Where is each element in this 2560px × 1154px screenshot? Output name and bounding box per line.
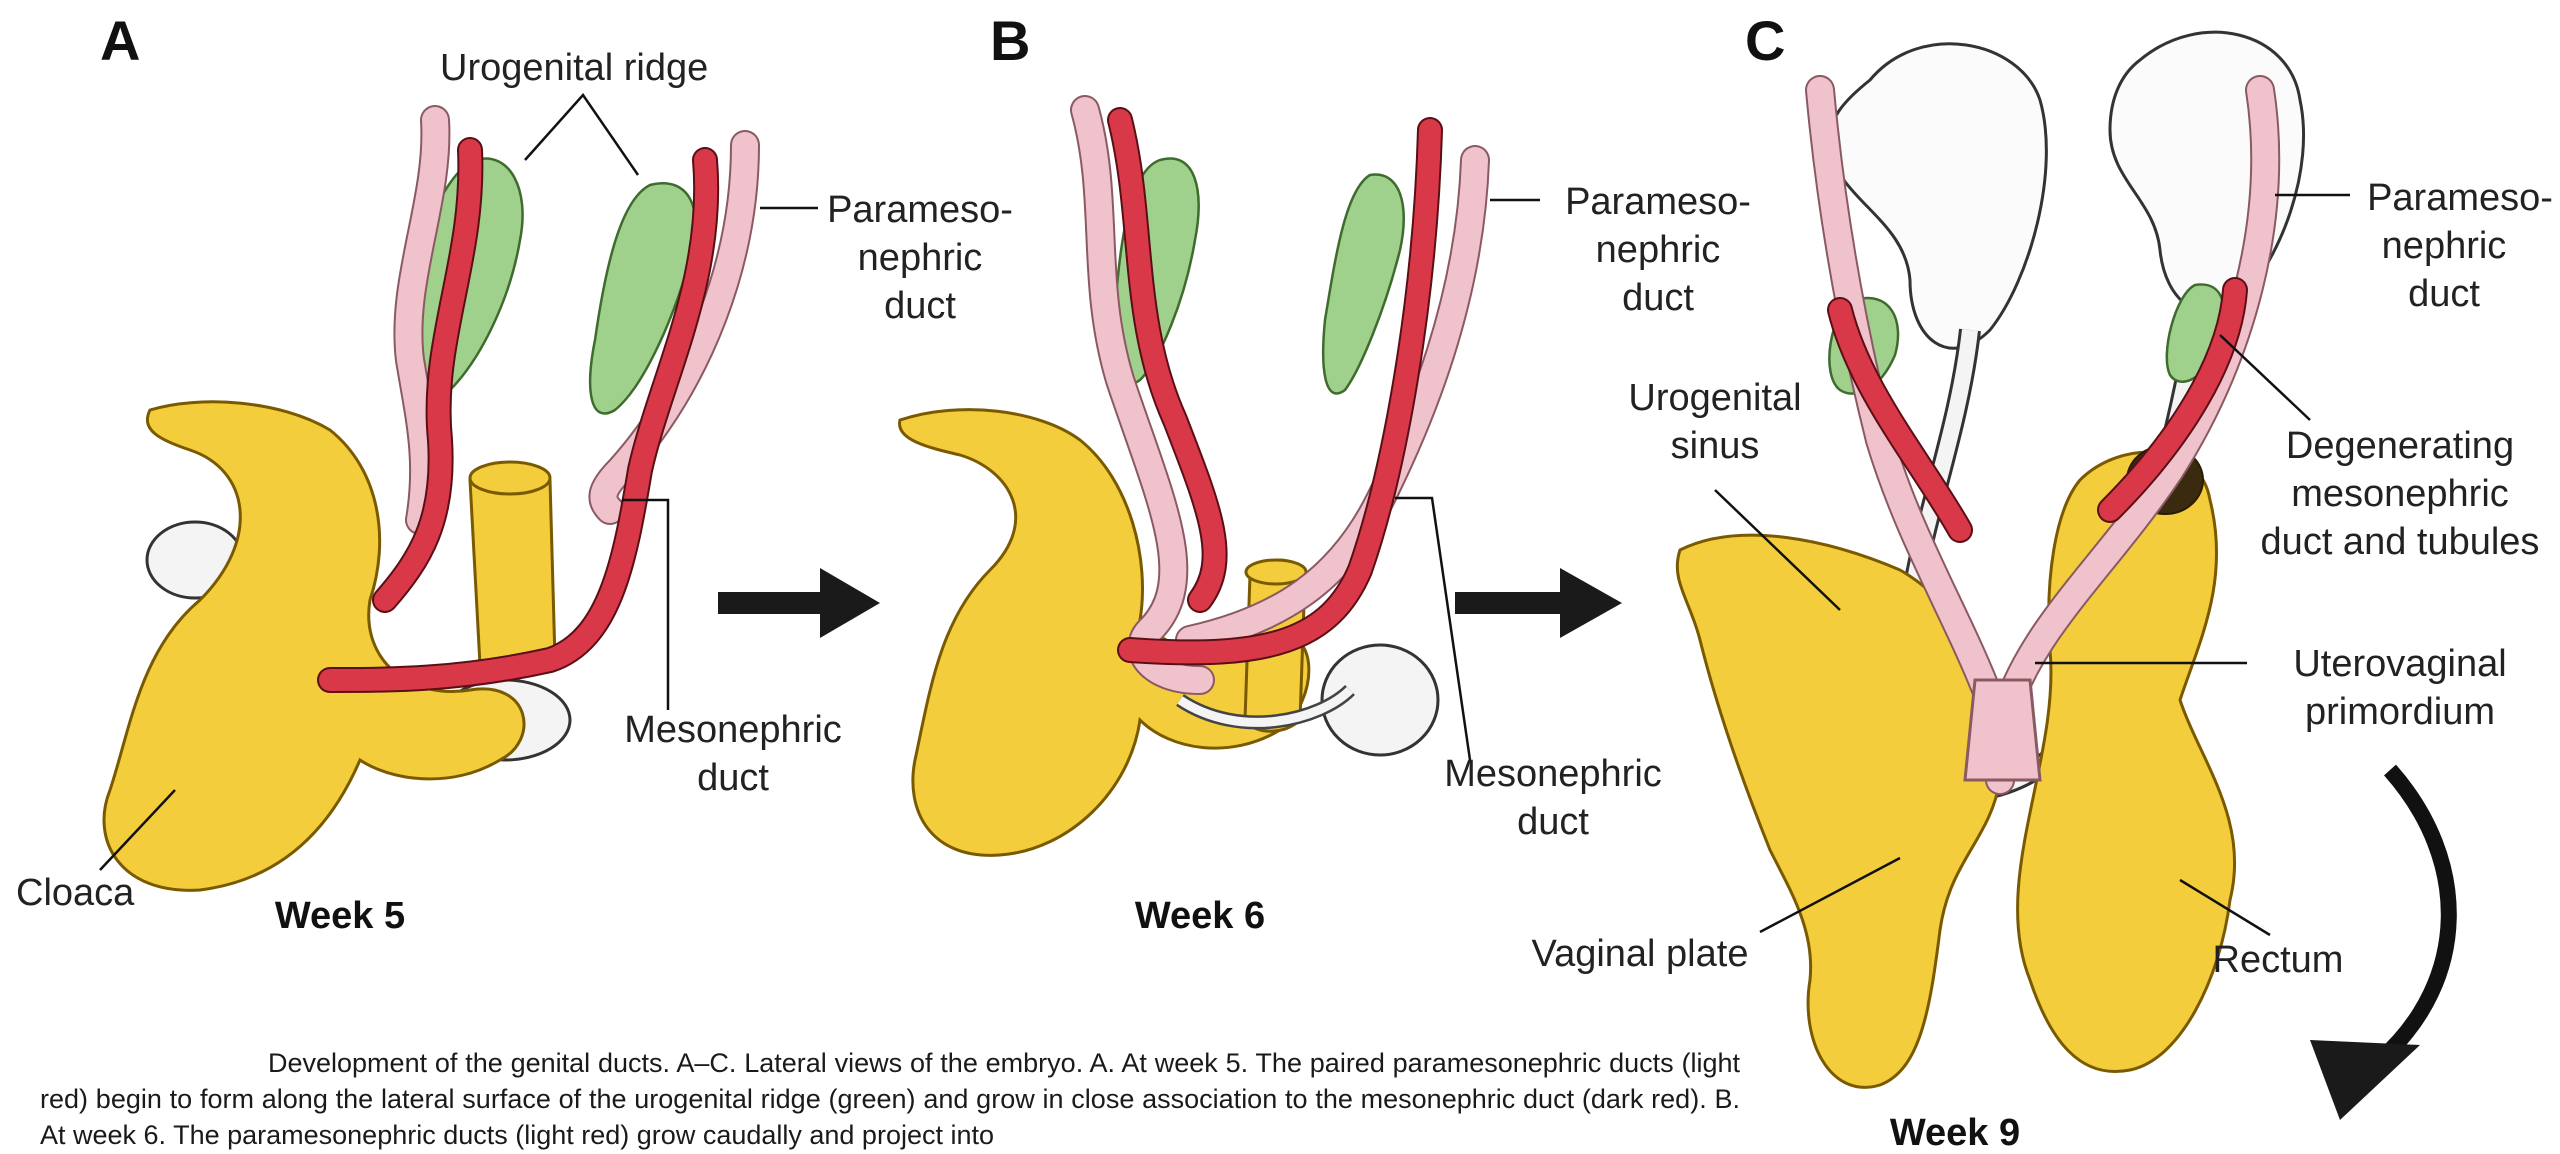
- panel-b-letter: B: [990, 9, 1030, 72]
- label-paramesonephric-b-1: Parameso-: [1565, 181, 1751, 223]
- label-degenerating-3: duct and tubules: [2261, 521, 2540, 563]
- progression-arrow: [718, 568, 880, 638]
- panel-a-letter: A: [100, 9, 140, 72]
- week-label-a: Week 5: [275, 895, 405, 937]
- label-urogenital-ridge: Urogenital ridge: [440, 47, 708, 89]
- label-paramesonephric-a-2: nephric: [858, 237, 983, 279]
- panel-a: A Urogenital ridge Parameso- nephric duc…: [16, 9, 1013, 937]
- label-paramesonephric-b-3: duct: [1622, 277, 1694, 319]
- label-urogenital-sinus-1: Urogenital: [1628, 377, 1801, 419]
- label-paramesonephric-b-2: nephric: [1596, 229, 1721, 271]
- week-label-c: Week 9: [1890, 1112, 2020, 1154]
- label-mesonephric-a-1: Mesonephric: [624, 709, 842, 751]
- label-paramesonephric-c-1: Parameso-: [2367, 177, 2553, 219]
- label-cloaca: Cloaca: [16, 872, 135, 914]
- label-mesonephric-b-2: duct: [1517, 801, 1589, 843]
- panel-c-letter: C: [1745, 9, 1785, 72]
- week-label-b: Week 6: [1135, 895, 1265, 937]
- uterovaginal-primordium-shape: [1965, 680, 2040, 780]
- label-paramesonephric-a-1: Parameso-: [827, 189, 1013, 231]
- curved-arrow: [2380, 770, 2449, 1060]
- label-paramesonephric-c-3: duct: [2408, 273, 2480, 315]
- label-degenerating-1: Degenerating: [2286, 425, 2514, 467]
- label-uterovaginal-2: primordium: [2305, 691, 2495, 733]
- panel-b: B Parameso- nephric duct Mesonephric duc…: [900, 9, 1751, 937]
- urogenital-ridge-leader: [525, 95, 638, 175]
- label-rectum: Rectum: [2213, 939, 2344, 981]
- label-uterovaginal-1: Uterovaginal: [2293, 643, 2506, 685]
- progression-arrow: [1455, 568, 1622, 638]
- hindgut-shape: [470, 466, 555, 676]
- label-paramesonephric-a-3: duct: [884, 285, 956, 327]
- urogenital-ridge-shape: [1323, 175, 1404, 394]
- label-degenerating-2: mesonephric: [2291, 473, 2509, 515]
- label-mesonephric-a-2: duct: [697, 757, 769, 799]
- curved-arrowhead: [2310, 1040, 2420, 1120]
- label-urogenital-sinus-2: sinus: [1671, 425, 1760, 467]
- hindgut-opening: [470, 462, 550, 494]
- label-mesonephric-b-1: Mesonephric: [1444, 753, 1662, 795]
- cloaca-shape: [104, 402, 524, 891]
- label-paramesonephric-c-2: nephric: [2382, 225, 2507, 267]
- figure-caption: Development of the genital ducts. A–C. L…: [0, 1045, 1740, 1154]
- caption-text: Development of the genital ducts. A–C. L…: [0, 1045, 1740, 1153]
- label-vaginal-plate: Vaginal plate: [1532, 933, 1749, 975]
